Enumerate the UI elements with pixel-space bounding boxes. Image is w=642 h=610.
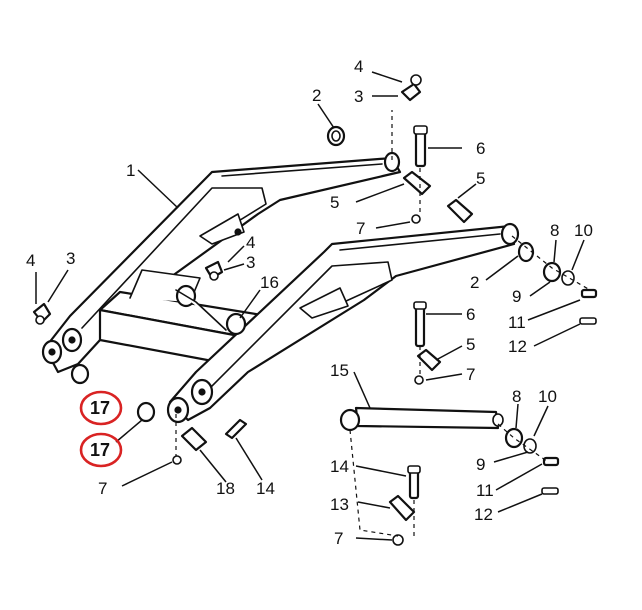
callout-3-upper: 3: [354, 87, 363, 106]
callout-18: 18: [216, 479, 235, 498]
callout-8-lower: 8: [512, 387, 521, 406]
callout-9-lower: 9: [476, 455, 485, 474]
callout-6-upper: 6: [476, 139, 485, 158]
callout-3-center: 3: [246, 253, 255, 272]
callout-17-lower: 17: [90, 440, 110, 460]
callout-9-upper: 9: [512, 287, 521, 306]
nut-part-7-upper: [411, 214, 421, 224]
highlight-ring-17-lower: [79, 432, 123, 468]
callout-11-upper: 11: [508, 313, 526, 332]
bracket-part-16: [175, 284, 247, 336]
callout-12-lower: 12: [474, 505, 493, 524]
loader-frame: [41, 151, 520, 424]
callout-7-upper: 7: [356, 219, 365, 238]
grease-nipple-center: [204, 260, 224, 281]
grease-nipple-left: [32, 302, 52, 325]
grease-nipple-upper: [400, 74, 422, 102]
callout-10-lower: 10: [538, 387, 557, 406]
callout-5-left-upper: 5: [330, 193, 339, 212]
callout-17-upper: 17: [90, 398, 110, 418]
callout-4-left: 4: [26, 251, 35, 270]
callout-12-upper: 12: [508, 337, 527, 356]
callout-5-right-upper: 5: [476, 169, 485, 188]
leader-lines: [35, 71, 585, 541]
callout-4-center: 4: [246, 233, 255, 252]
callout-2-upper: 2: [312, 86, 321, 105]
bush-part-2-upper: [326, 125, 346, 147]
callout-15: 15: [330, 361, 349, 380]
callout-10-upper: 10: [574, 221, 593, 240]
callout-4-upper: 4: [354, 57, 363, 76]
callout-11-lower: 11: [476, 481, 494, 500]
washer-set-upper-right: [517, 241, 598, 325]
hydraulic-cylinder-part-15: [339, 406, 504, 432]
callout-8-upper: 8: [550, 221, 559, 240]
callout-3-left: 3: [66, 249, 75, 268]
callout-16: 16: [260, 273, 279, 292]
highlight-ring-17-upper: [79, 390, 123, 426]
callout-2-right: 2: [470, 273, 479, 292]
callout-13: 13: [330, 495, 349, 514]
callout-14-lower-left: 14: [256, 479, 275, 498]
callout-14-lower: 14: [330, 457, 349, 476]
callout-labels: 1 2 3 4 6 5 5 7 4 3 16 4 3 8 10 2 9 11 1…: [26, 57, 593, 548]
bolt-part-6-upper: [413, 125, 428, 168]
callout-6-middle: 6: [466, 305, 475, 324]
alignment-lines: [175, 110, 591, 540]
bush-set-lower-left: [70, 363, 248, 465]
callout-7-middle: 7: [466, 365, 475, 384]
callout-7-lower-left: 7: [98, 479, 107, 498]
callout-5-middle: 5: [466, 335, 475, 354]
washer-set-lower-right: [504, 427, 560, 495]
pin-set-lower: [388, 465, 421, 546]
callout-7-lower: 7: [334, 529, 343, 548]
pin-part-5-upper: [402, 170, 474, 224]
callout-1: 1: [126, 161, 135, 180]
